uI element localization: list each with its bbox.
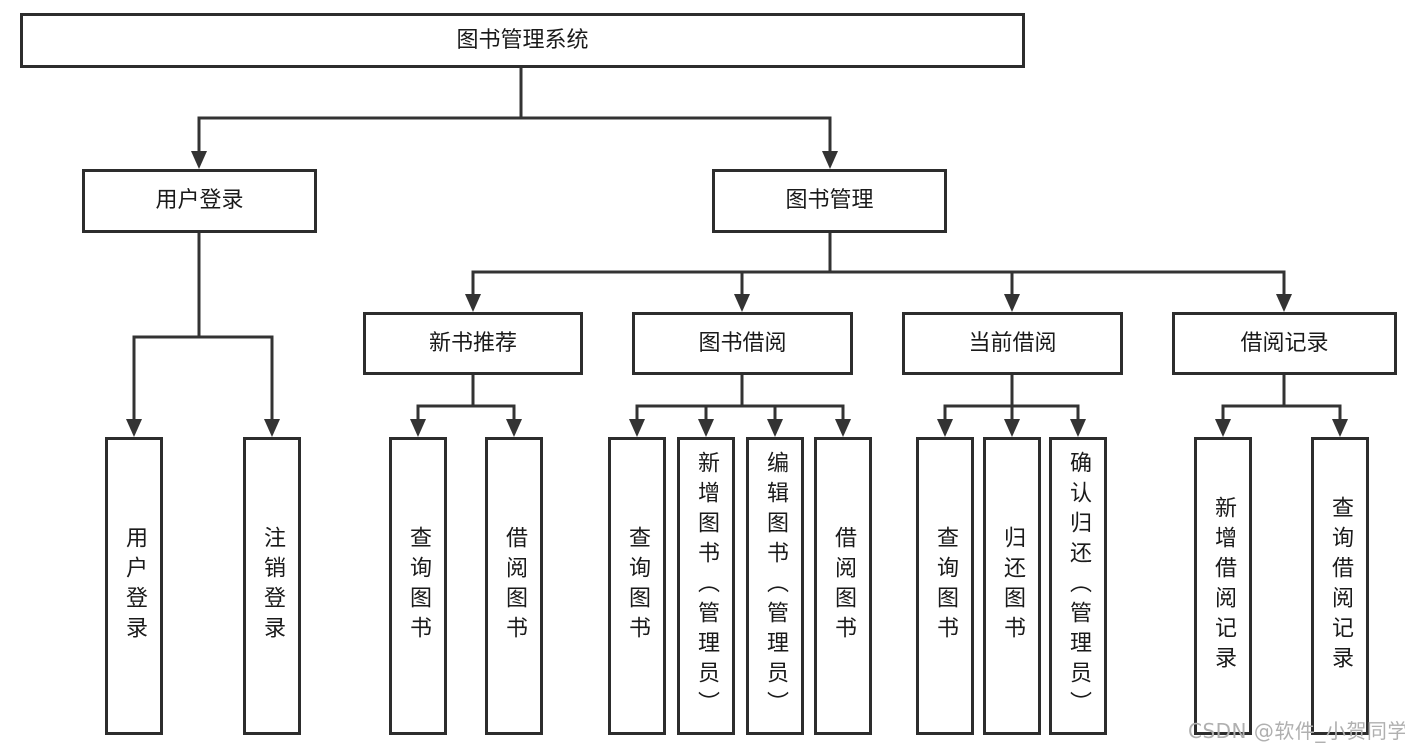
leaf-query-books-recommend: 查询图书 bbox=[389, 437, 447, 735]
node-label: 新书推荐 bbox=[428, 330, 517, 356]
leaf-edit-book-admin: 编辑图书（管理员） bbox=[746, 437, 804, 735]
node-new-book-recommend: 新书推荐 bbox=[363, 312, 583, 375]
leaf-add-borrow-record: 新增借阅记录 bbox=[1194, 437, 1252, 735]
node-current-borrowing: 当前借阅 bbox=[902, 312, 1123, 375]
node-label: 注销登录 bbox=[260, 526, 285, 646]
node-label: 用户登录 bbox=[122, 526, 147, 646]
node-book-management: 图书管理 bbox=[712, 169, 947, 233]
node-label: 确认归还（管理员） bbox=[1066, 451, 1091, 721]
node-label: 编辑图书（管理员） bbox=[763, 451, 788, 721]
node-label: 归还图书 bbox=[1000, 526, 1025, 646]
leaf-query-books-current: 查询图书 bbox=[916, 437, 974, 735]
node-borrow-records: 借阅记录 bbox=[1172, 312, 1397, 375]
node-label: 借阅图书 bbox=[831, 526, 856, 646]
node-label: 查询借阅记录 bbox=[1328, 496, 1353, 676]
node-label: 借阅记录 bbox=[1240, 330, 1329, 356]
node-user-login: 用户登录 bbox=[82, 169, 317, 233]
node-label: 查询图书 bbox=[406, 526, 431, 646]
node-label: 用户登录 bbox=[155, 188, 244, 213]
node-label: 图书管理系统 bbox=[456, 27, 589, 53]
node-label: 查询图书 bbox=[933, 526, 958, 646]
leaf-borrow-books-borrowing: 借阅图书 bbox=[814, 437, 872, 735]
leaf-confirm-return-admin: 确认归还（管理员） bbox=[1049, 437, 1107, 735]
leaf-add-book-admin: 新增图书（管理员） bbox=[677, 437, 735, 735]
node-label: 查询图书 bbox=[625, 526, 650, 646]
leaf-user-login: 用户登录 bbox=[105, 437, 163, 735]
node-library-system: 图书管理系统 bbox=[20, 13, 1025, 68]
leaf-query-borrow-record: 查询借阅记录 bbox=[1311, 437, 1369, 735]
leaf-return-books: 归还图书 bbox=[983, 437, 1041, 735]
node-label: 图书借阅 bbox=[698, 330, 787, 356]
node-label: 新增图书（管理员） bbox=[694, 451, 719, 721]
watermark: CSDN @软件_小贺同学 bbox=[1188, 719, 1405, 743]
node-label: 借阅图书 bbox=[502, 526, 527, 646]
node-book-borrowing: 图书借阅 bbox=[632, 312, 853, 375]
node-label: 新增借阅记录 bbox=[1211, 496, 1236, 676]
leaf-borrow-books-recommend: 借阅图书 bbox=[485, 437, 543, 735]
node-label: 当前借阅 bbox=[968, 330, 1057, 356]
node-label: 图书管理 bbox=[785, 188, 874, 213]
leaf-query-books-borrowing: 查询图书 bbox=[608, 437, 666, 735]
leaf-logout: 注销登录 bbox=[243, 437, 301, 735]
